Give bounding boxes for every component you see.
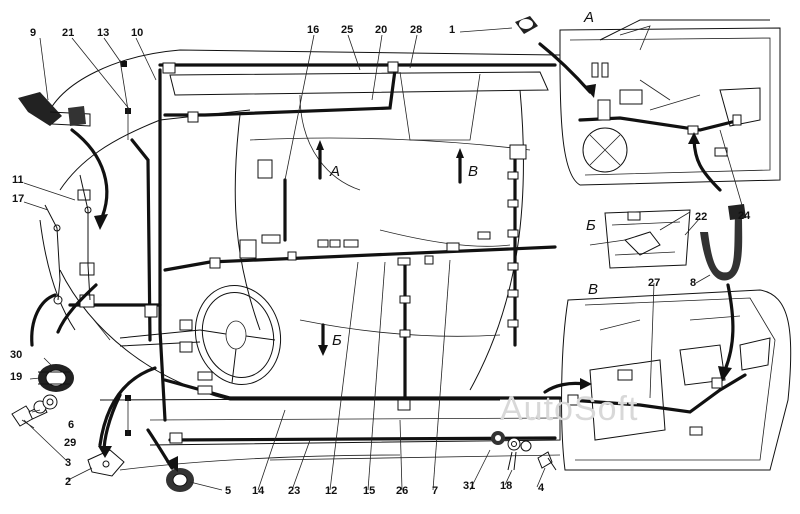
- part-30-grommet: [38, 364, 74, 392]
- arrows: [56, 42, 735, 472]
- label-part-6: 6: [68, 419, 74, 431]
- part-9-clamp: [18, 92, 91, 127]
- part-5-grommet: [166, 468, 194, 492]
- label-part-27: 27: [648, 277, 660, 289]
- label-part-3: 3: [65, 457, 71, 469]
- label-part-7: 7: [432, 485, 438, 497]
- label-part-12: 12: [325, 485, 337, 497]
- inset-b-switch: [589, 209, 691, 269]
- label-part-25: 25: [341, 24, 353, 36]
- label-part-30: 30: [10, 349, 22, 361]
- label-part-28: 28: [410, 24, 422, 36]
- label-part-11: 11: [12, 174, 24, 186]
- label-part-24: 24: [738, 210, 751, 222]
- label-part-19: 19: [10, 371, 22, 383]
- label-part-17: 17: [12, 193, 24, 205]
- part-1-connector: [515, 16, 538, 34]
- inset-a-title: А: [583, 9, 594, 26]
- parts-31-18-4: [491, 431, 557, 471]
- label-part-10: 10: [131, 27, 143, 39]
- label-part-20: 20: [375, 24, 387, 36]
- label-part-8: 8: [690, 277, 696, 289]
- label-part-23: 23: [288, 485, 300, 497]
- inset-v-title: В: [588, 281, 598, 298]
- inset-b-title: Б: [586, 217, 596, 234]
- part-8-clip: [700, 204, 746, 281]
- leader-lines: [21, 27, 745, 491]
- watermark: AutoSoft: [500, 390, 638, 428]
- label-part-31: 31: [463, 480, 475, 492]
- view-letter-b: Б: [332, 332, 342, 349]
- label-part-4: 4: [538, 482, 545, 494]
- label-part-22: 22: [695, 211, 707, 223]
- label-part-9: 9: [30, 27, 36, 39]
- label-part-14: 14: [252, 485, 265, 497]
- label-part-13: 13: [97, 27, 109, 39]
- label-part-5: 5: [225, 485, 231, 497]
- label-part-1: 1: [449, 24, 455, 36]
- label-part-16: 16: [307, 24, 319, 36]
- left-branches: [44, 59, 129, 435]
- view-letter-v: В: [468, 163, 478, 180]
- bolt-washer-set: [11, 394, 58, 427]
- view-letter-a: А: [329, 163, 340, 180]
- label-part-2: 2: [65, 476, 71, 488]
- label-part-21: 21: [62, 27, 74, 39]
- label-part-29: 29: [64, 437, 76, 449]
- body-outline: [39, 49, 561, 471]
- label-part-18: 18: [500, 480, 512, 492]
- label-part-26: 26: [396, 485, 408, 497]
- inset-v-rear-door: [561, 289, 792, 471]
- inset-a-front-door: [559, 19, 781, 186]
- label-part-15: 15: [363, 485, 375, 497]
